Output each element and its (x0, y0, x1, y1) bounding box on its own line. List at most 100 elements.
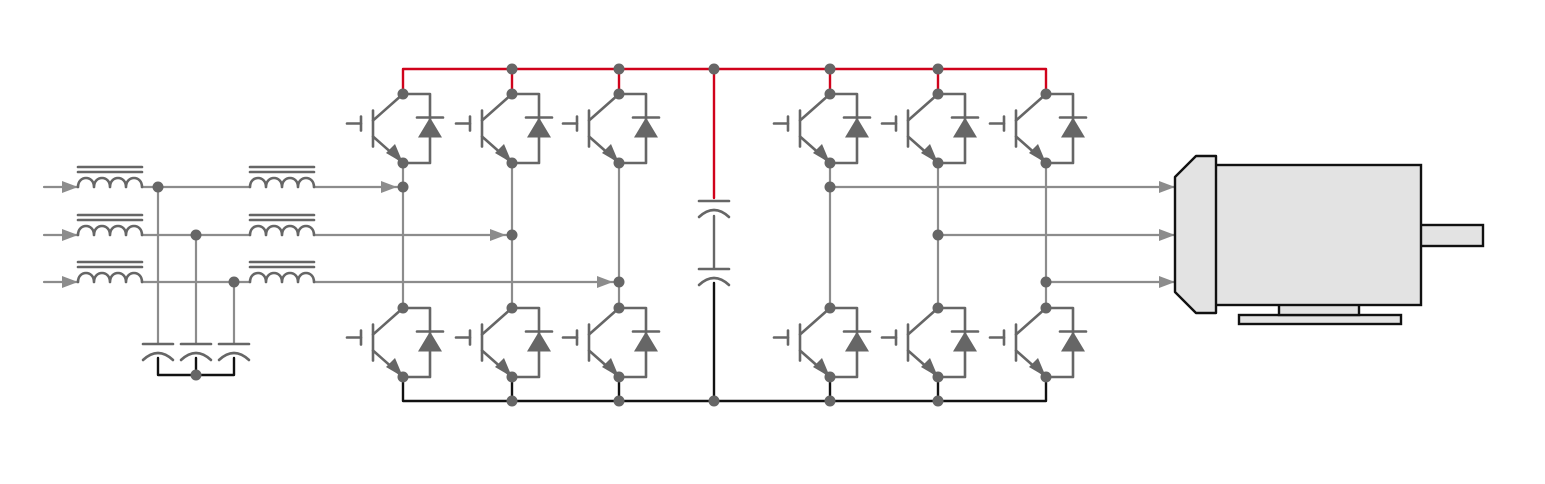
dc-positive-node (613, 63, 625, 75)
diode-icon (845, 117, 869, 138)
arrow-head-icon (1159, 229, 1175, 241)
switch-node (932, 88, 944, 100)
emitter-arrow-icon (495, 358, 512, 377)
motor-endcap (1173, 154, 1218, 315)
filter-node (152, 181, 164, 193)
switch-node (824, 88, 836, 100)
diode-icon (953, 331, 977, 352)
inductor-coil (248, 224, 316, 237)
rectifier-upper-switch-3 (561, 92, 661, 165)
capacitor-plate-curved (697, 208, 731, 219)
switch-node (932, 302, 944, 314)
diode-icon (418, 331, 442, 352)
igbt-collector (798, 306, 832, 336)
components (76, 92, 1088, 379)
output-phase-1 (828, 181, 1177, 193)
diode-icon (634, 331, 658, 352)
rectifier-upper-switch-2 (454, 92, 554, 165)
switch-node (932, 157, 944, 169)
igbt-collector (906, 306, 940, 336)
dc-negative-node (613, 395, 625, 407)
dc-negative-bus (401, 375, 1048, 403)
inductor-coil (76, 176, 144, 189)
input-phase-2 (42, 229, 508, 345)
inverter-upper-switch-3 (988, 92, 1088, 165)
igbt-collector (587, 92, 621, 122)
diode-icon (1061, 117, 1085, 138)
emitter-arrow-icon (1029, 358, 1046, 377)
filter-node (190, 229, 202, 241)
inverter-lower-switch-1 (772, 306, 872, 379)
switch-node (613, 302, 625, 314)
inductor-coil (76, 224, 144, 237)
igbt-collector (1014, 92, 1048, 122)
diode-icon (418, 117, 442, 138)
inverter-upper-switch-2 (880, 92, 980, 165)
dc-positive-bus (401, 67, 1048, 96)
grid-inductor-1 (76, 165, 144, 189)
switch-node (613, 371, 625, 383)
emitter-arrow-icon (813, 358, 830, 377)
output-phase-2 (936, 229, 1177, 241)
ac-wiring (42, 161, 1177, 377)
dc-negative-node (932, 395, 944, 407)
input-phase-3 (42, 276, 615, 345)
emitter-arrow-icon (386, 144, 403, 163)
converter-inductor-3 (248, 260, 316, 284)
switch-node (506, 157, 518, 169)
rectifier-lower-switch-1 (345, 306, 445, 379)
dc-link-capacitor-upper (697, 199, 731, 219)
igbt-collector (906, 92, 940, 122)
capacitor-plate-curved (141, 351, 175, 362)
arrow-head-icon (381, 181, 397, 193)
igbt-collector (1014, 306, 1048, 336)
diode-icon (527, 331, 551, 352)
diode-icon (845, 331, 869, 352)
diode-icon (1061, 331, 1085, 352)
inverter-upper-switch-1 (772, 92, 872, 165)
filter-capacitor-2 (179, 342, 213, 362)
switch-node (397, 302, 409, 314)
diode-icon (527, 117, 551, 138)
switch-node (506, 302, 518, 314)
output-phase-3 (1044, 276, 1177, 288)
inverter-lower-switch-3 (988, 306, 1088, 379)
igbt-collector (480, 92, 514, 122)
converter-inductor-2 (248, 213, 316, 237)
switch-node (1040, 157, 1052, 169)
motor-body (1212, 163, 1423, 307)
inductor-coil (248, 176, 316, 189)
rectifier-lower-switch-3 (561, 306, 661, 379)
arrow-head-icon (62, 181, 78, 193)
switch-node (1040, 88, 1052, 100)
grid-inductor-2 (76, 213, 144, 237)
star-node (190, 369, 202, 381)
switch-node (397, 371, 409, 383)
igbt-collector (371, 92, 405, 122)
dc-negative-node (708, 395, 720, 407)
switch-node (824, 371, 836, 383)
diode-icon (953, 117, 977, 138)
filter-node (228, 276, 240, 288)
dc-positive-node (506, 63, 518, 75)
arrow-head-icon (62, 276, 78, 288)
rectifier-upper-switch-1 (345, 92, 445, 165)
emitter-arrow-icon (813, 144, 830, 163)
phase-node (397, 181, 409, 193)
junction-nodes (152, 63, 1052, 407)
inverter-lower-switch-2 (880, 306, 980, 379)
igbt-collector (587, 306, 621, 336)
emitter-arrow-icon (386, 358, 403, 377)
dc-positive-node (824, 63, 836, 75)
filter-capacitor-1 (141, 342, 175, 362)
arrow-head-icon (1159, 276, 1175, 288)
dc-positive-node (932, 63, 944, 75)
dc-negative-node (506, 395, 518, 407)
arrow-head-icon (1159, 181, 1175, 193)
phase-node (1040, 276, 1052, 288)
inductor-coil (76, 271, 144, 284)
diode-icon (634, 117, 658, 138)
arrow-head-icon (597, 276, 613, 288)
phase-node (613, 276, 625, 288)
